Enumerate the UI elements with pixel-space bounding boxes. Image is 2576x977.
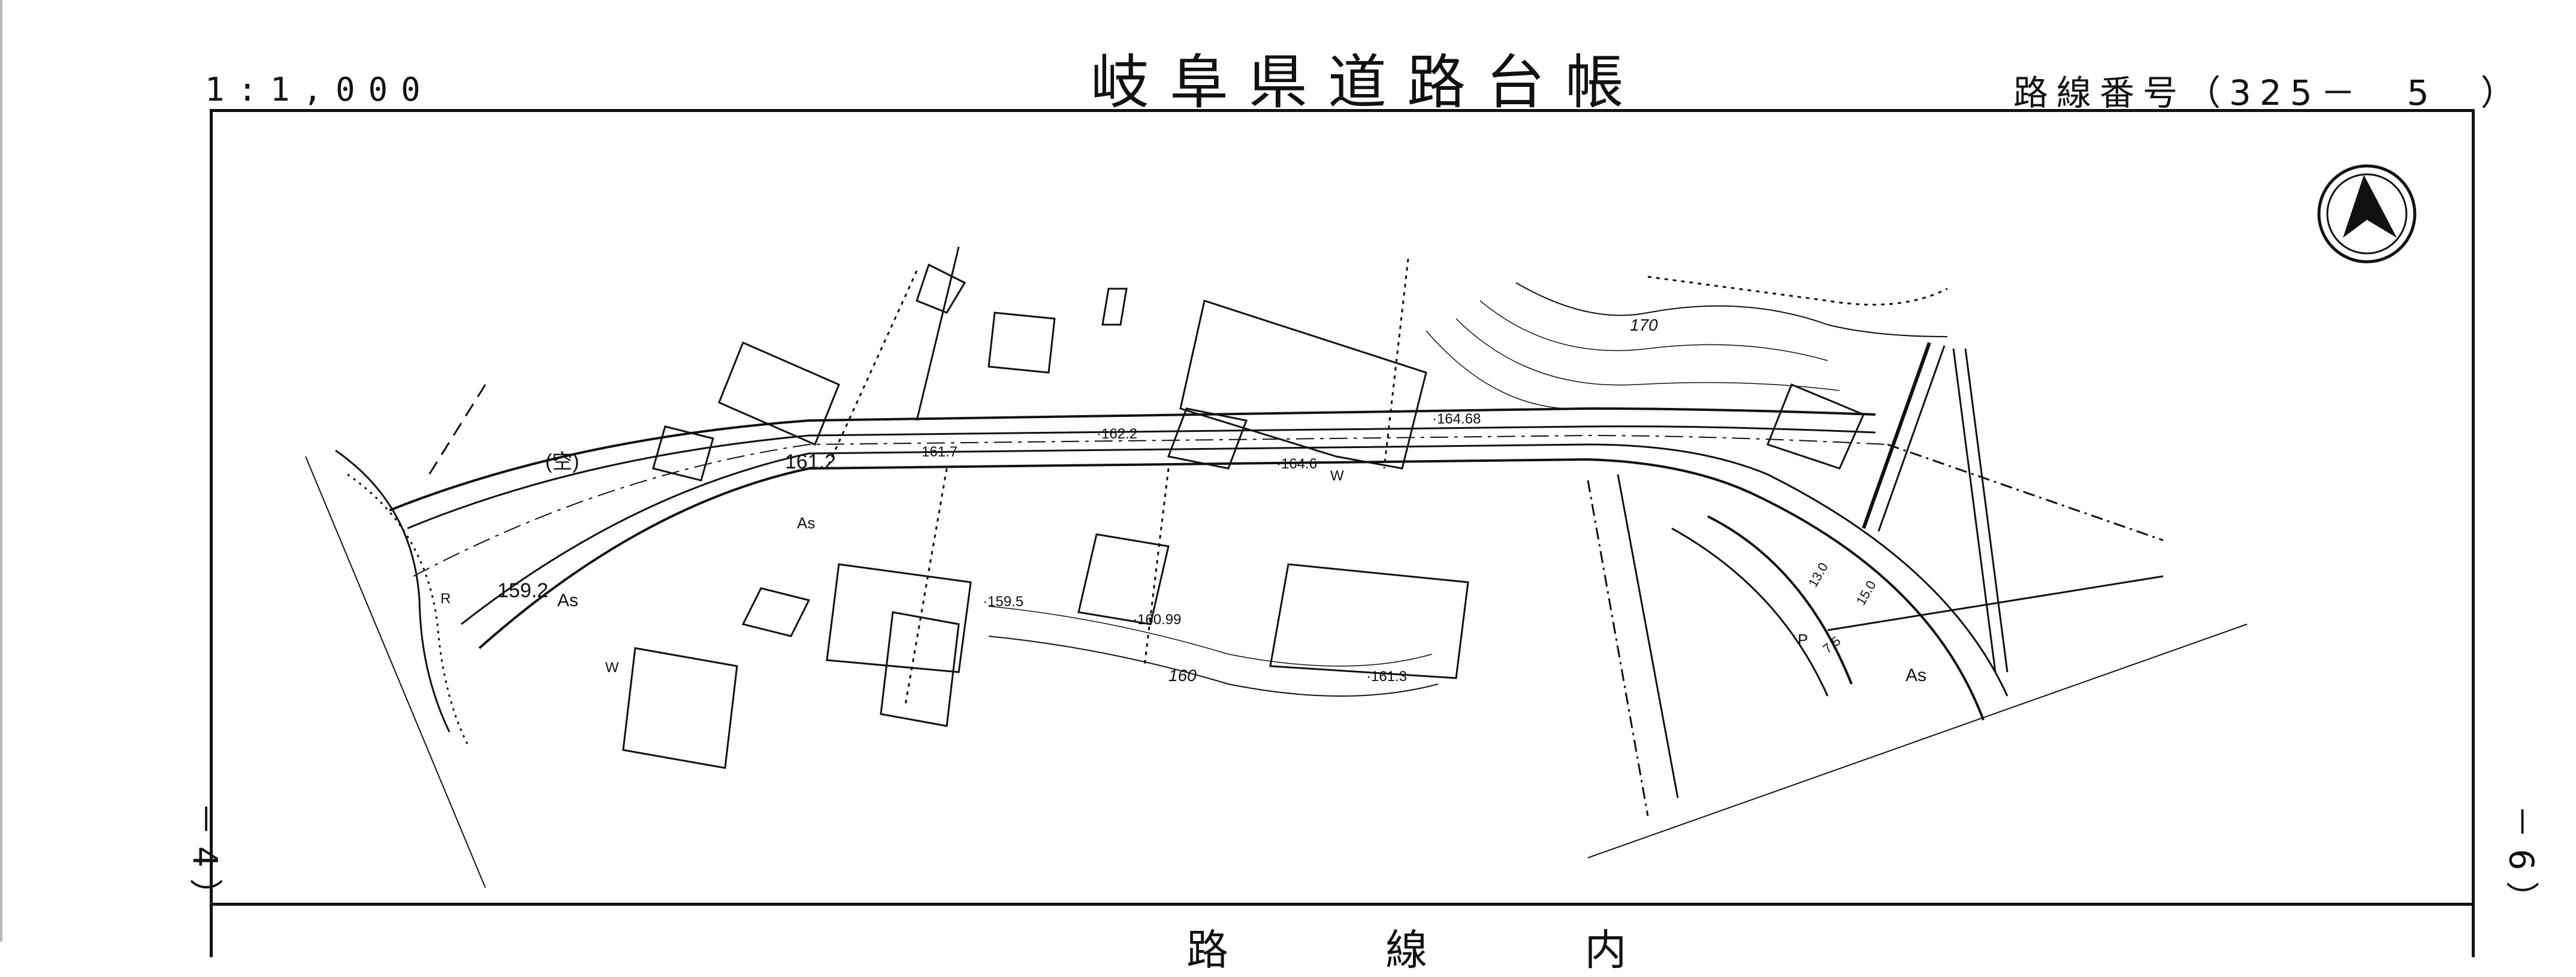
- contour-label: 160: [1168, 666, 1197, 685]
- elevation-label: ·164.68: [1432, 411, 1481, 427]
- surface-label: As: [1905, 666, 1926, 685]
- lot-line: [904, 468, 948, 709]
- symbol-label: W: [605, 660, 619, 676]
- lot-line: [1383, 258, 1409, 469]
- symbol-label: P: [1798, 631, 1808, 649]
- building: [987, 311, 1056, 374]
- page-edge: [0, 0, 2, 942]
- building: [718, 341, 840, 446]
- road-edge-south: [478, 458, 1985, 721]
- left-boundary: [305, 456, 486, 888]
- railway-4: [1964, 348, 2009, 673]
- road-edge-north-inner: [407, 425, 1876, 530]
- page-title: 岐阜県道路台帳: [1091, 49, 1645, 117]
- legend-frame: [210, 903, 2475, 957]
- dashed-boundary: [424, 384, 487, 481]
- contour-170: [1515, 282, 1948, 337]
- building: [1269, 563, 1469, 679]
- map-scale: 1:1,000: [205, 71, 434, 108]
- dimension-label: 13.0: [1805, 560, 1831, 590]
- building: [1101, 288, 1128, 326]
- road-edge-south-inner: [461, 443, 2009, 697]
- right-sheet-mark: － 6 ）: [2501, 804, 2541, 915]
- railway-2: [1877, 345, 1946, 532]
- building: [622, 647, 738, 769]
- side-road-b: [1617, 474, 1679, 798]
- railway-3: [1952, 348, 1997, 673]
- contour-160: [988, 636, 1439, 697]
- symbol-label: W: [1330, 468, 1344, 484]
- building: [1167, 407, 1248, 470]
- building: [880, 611, 960, 727]
- contour-d: [988, 606, 1433, 667]
- building: [916, 263, 967, 314]
- side-road-c: [1707, 515, 1853, 685]
- building: [741, 587, 811, 637]
- building: [652, 425, 714, 482]
- route-number: 路線番号（325－ 5 ）: [2013, 72, 2524, 113]
- dimension-label: 15.0: [1853, 578, 1879, 608]
- legend-heading: 路 線 内: [1186, 925, 1699, 975]
- left-curve: [347, 473, 469, 745]
- south-boundary: [1587, 624, 2248, 858]
- dimension-label: 7.5: [1820, 633, 1844, 657]
- elevation-label: ·162.2: [1097, 426, 1137, 442]
- surface-label: As: [797, 514, 815, 532]
- building: [826, 563, 972, 673]
- road-centerline: [413, 434, 1888, 577]
- road-map: (空) 161.2 159.2 ·161.7 ·162.2 ·164.6 ·16…: [305, 164, 2417, 888]
- elevation-label: ·160.99: [1133, 612, 1181, 628]
- elevation-label: ·159.5: [983, 594, 1023, 610]
- road-edge-north: [389, 407, 1876, 512]
- side-road-a: [1587, 480, 1649, 816]
- building: [1766, 383, 1865, 470]
- building: [1179, 300, 1427, 470]
- vacant-label: (空): [545, 450, 579, 473]
- elevation-label: ·161.7: [917, 444, 958, 460]
- side-road-d: [1671, 527, 1829, 697]
- left-road-west: [335, 449, 451, 733]
- symbol-label: R: [440, 591, 451, 607]
- contour-c: [1426, 330, 1589, 410]
- contour-label: 170: [1630, 316, 1658, 334]
- north-arrow-icon: [2317, 164, 2417, 264]
- lot-line: [916, 246, 960, 421]
- contour-b: [1455, 318, 1840, 391]
- surface-label: As: [557, 591, 578, 610]
- east-road-2: [1827, 575, 2164, 631]
- contour-a: [1479, 300, 1828, 361]
- elevation-label: ·161.3: [1366, 669, 1407, 685]
- elevation-label: 159.2: [497, 579, 548, 602]
- east-road: [1887, 443, 2164, 542]
- elevation-label: ·164.6: [1276, 456, 1317, 472]
- lot-line: [1647, 276, 1948, 306]
- elevation-label: 161.2: [785, 450, 836, 473]
- lot-line: [826, 270, 918, 469]
- railway-1: [1862, 341, 1931, 530]
- building: [1077, 533, 1170, 625]
